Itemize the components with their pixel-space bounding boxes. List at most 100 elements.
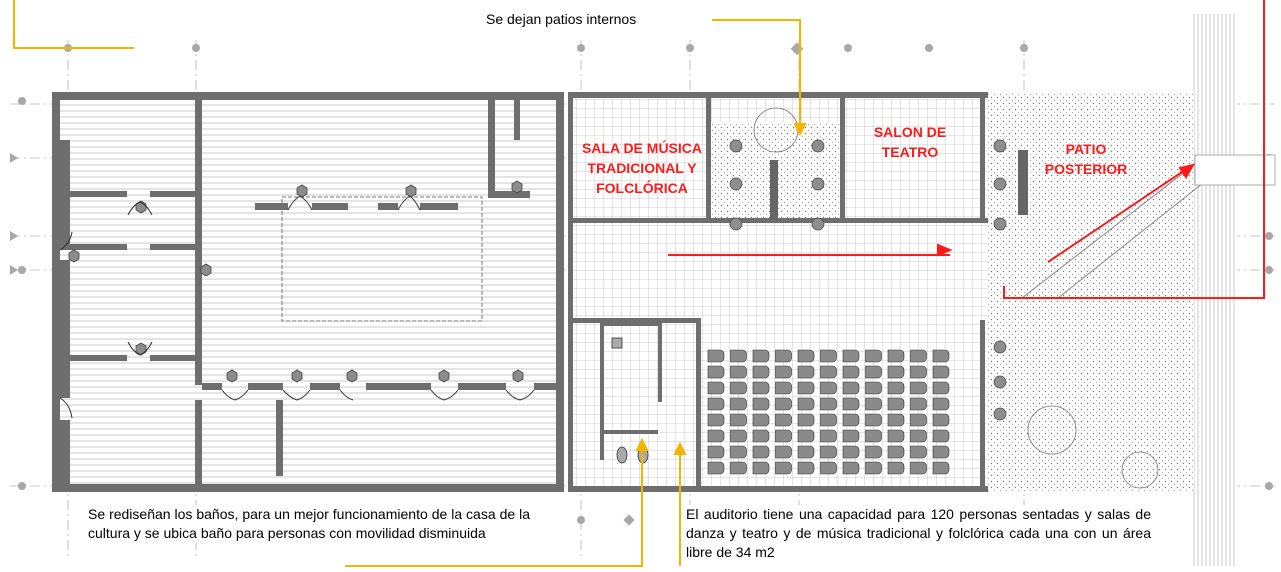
left-building-walls xyxy=(52,92,564,492)
auditorium-seat xyxy=(730,429,747,443)
auditorium-seat xyxy=(865,461,882,475)
auditorium-seat xyxy=(775,349,792,363)
auditorium-seat xyxy=(842,445,860,459)
auditorium-seat xyxy=(932,413,950,427)
auditorium-seat xyxy=(932,429,950,443)
auditorium-seat xyxy=(797,429,815,443)
room-label-sala-musica: SALA DE MÚSICA TRADICIONAL Y FOLCLÓRICA xyxy=(562,138,722,198)
auditorium-seat xyxy=(820,381,837,395)
auditorium-seat xyxy=(865,349,882,363)
auditorium-seat xyxy=(775,413,792,427)
room-label-salon-teatro-line2: TEATRO xyxy=(881,144,939,160)
auditorium-seat xyxy=(797,349,815,363)
auditorium-seat xyxy=(752,349,770,363)
room-label-patio-posterior-line1: PATIO xyxy=(1065,141,1107,157)
auditorium-seat xyxy=(932,461,950,475)
auditorium-seat xyxy=(797,445,815,459)
auditorium-seat xyxy=(910,365,927,379)
auditorium-seat xyxy=(752,413,770,427)
auditorium-seat xyxy=(932,397,950,411)
room-label-salon-teatro-line1: SALON DE xyxy=(873,124,947,140)
auditorium-seat xyxy=(752,381,770,395)
room-label-sala-musica-line2: TRADICIONAL Y xyxy=(587,160,697,176)
auditorium-seat xyxy=(820,365,837,379)
auditorium-seat xyxy=(797,461,815,475)
auditorium-seat xyxy=(797,381,815,395)
road-strip xyxy=(1192,14,1237,566)
auditorium-seat xyxy=(752,397,770,411)
auditorium-seat xyxy=(707,365,725,379)
auditorium-seat xyxy=(932,381,950,395)
auditorium-seat xyxy=(775,461,792,475)
auditorium-seat xyxy=(707,445,725,459)
auditorium-seat xyxy=(707,429,725,443)
auditorium-seat xyxy=(820,413,837,427)
auditorium-seat xyxy=(932,445,950,459)
auditorium-seat xyxy=(842,429,860,443)
auditorium-seat xyxy=(887,429,905,443)
central-hall xyxy=(281,196,483,322)
auditorium-seat xyxy=(752,429,770,443)
doors xyxy=(59,195,535,419)
auditorium-seat xyxy=(730,461,747,475)
auditorium-seat xyxy=(775,381,792,395)
auditorium-seat xyxy=(707,381,725,395)
courtyard-columns xyxy=(729,139,1007,421)
room-label-patio-posterior-line2: POSTERIOR xyxy=(1044,161,1128,177)
auditorium-seat xyxy=(752,445,770,459)
room-label-salon-teatro: SALON DE TEATRO xyxy=(850,122,970,162)
auditorium-seat xyxy=(910,397,927,411)
auditorium-seat xyxy=(910,429,927,443)
auditorium-seat xyxy=(775,429,792,443)
auditorium-seat xyxy=(730,413,747,427)
auditorium-seat xyxy=(887,445,905,459)
auditorium-seat xyxy=(775,397,792,411)
auditorium-seat xyxy=(887,461,905,475)
auditorium-seat xyxy=(820,445,837,459)
auditorium-seat xyxy=(887,349,905,363)
room-label-patio-posterior: PATIO POSTERIOR xyxy=(1030,139,1142,179)
auditorium-seat xyxy=(820,461,837,475)
auditorium-seat xyxy=(865,413,882,427)
auditorium-seat xyxy=(707,397,725,411)
auditorium-seat xyxy=(887,397,905,411)
auditorium-seat xyxy=(910,413,927,427)
auditorium-seat xyxy=(842,381,860,395)
auditorium-seat xyxy=(865,397,882,411)
auditorium-seat xyxy=(707,413,725,427)
auditorium-seat xyxy=(910,381,927,395)
auditorium-seat xyxy=(932,349,950,363)
annotation-patios: Se dejan patios internos xyxy=(486,10,637,29)
auditorium-seat xyxy=(932,365,950,379)
auditorium-seat xyxy=(910,445,927,459)
auditorium-seat xyxy=(865,365,882,379)
auditorium-seat xyxy=(820,429,837,443)
auditorium-seat xyxy=(730,349,747,363)
corridor xyxy=(1194,154,1276,186)
auditorium-seat xyxy=(887,365,905,379)
auditorium-seat xyxy=(775,445,792,459)
courtyard-lower xyxy=(988,320,1194,490)
auditorium-seat xyxy=(842,397,860,411)
auditorium-seat xyxy=(752,365,770,379)
courtyard-piers xyxy=(770,150,1028,220)
auditorium-seats xyxy=(707,349,950,475)
auditorium-seat xyxy=(707,461,725,475)
auditorium-seat xyxy=(730,397,747,411)
auditorium-seat xyxy=(730,445,747,459)
circulation-arrows xyxy=(668,0,1265,299)
auditorium-seat xyxy=(820,349,837,363)
auditorium-seat xyxy=(775,365,792,379)
left-building-floor xyxy=(52,92,564,492)
auditorium-seat xyxy=(887,381,905,395)
annotation-banos: Se rediseñan los baños, para un mejor fu… xyxy=(88,505,530,543)
auditorium-seat xyxy=(910,461,927,475)
auditorium-seat xyxy=(865,445,882,459)
auditorium-seat xyxy=(865,429,882,443)
auditorium-seat xyxy=(842,413,860,427)
auditorium-seat xyxy=(842,365,860,379)
annotation-auditorio: El auditorio tiene una capacidad para 12… xyxy=(686,505,1151,562)
auditorium-seat xyxy=(865,381,882,395)
auditorium-seat xyxy=(842,349,860,363)
